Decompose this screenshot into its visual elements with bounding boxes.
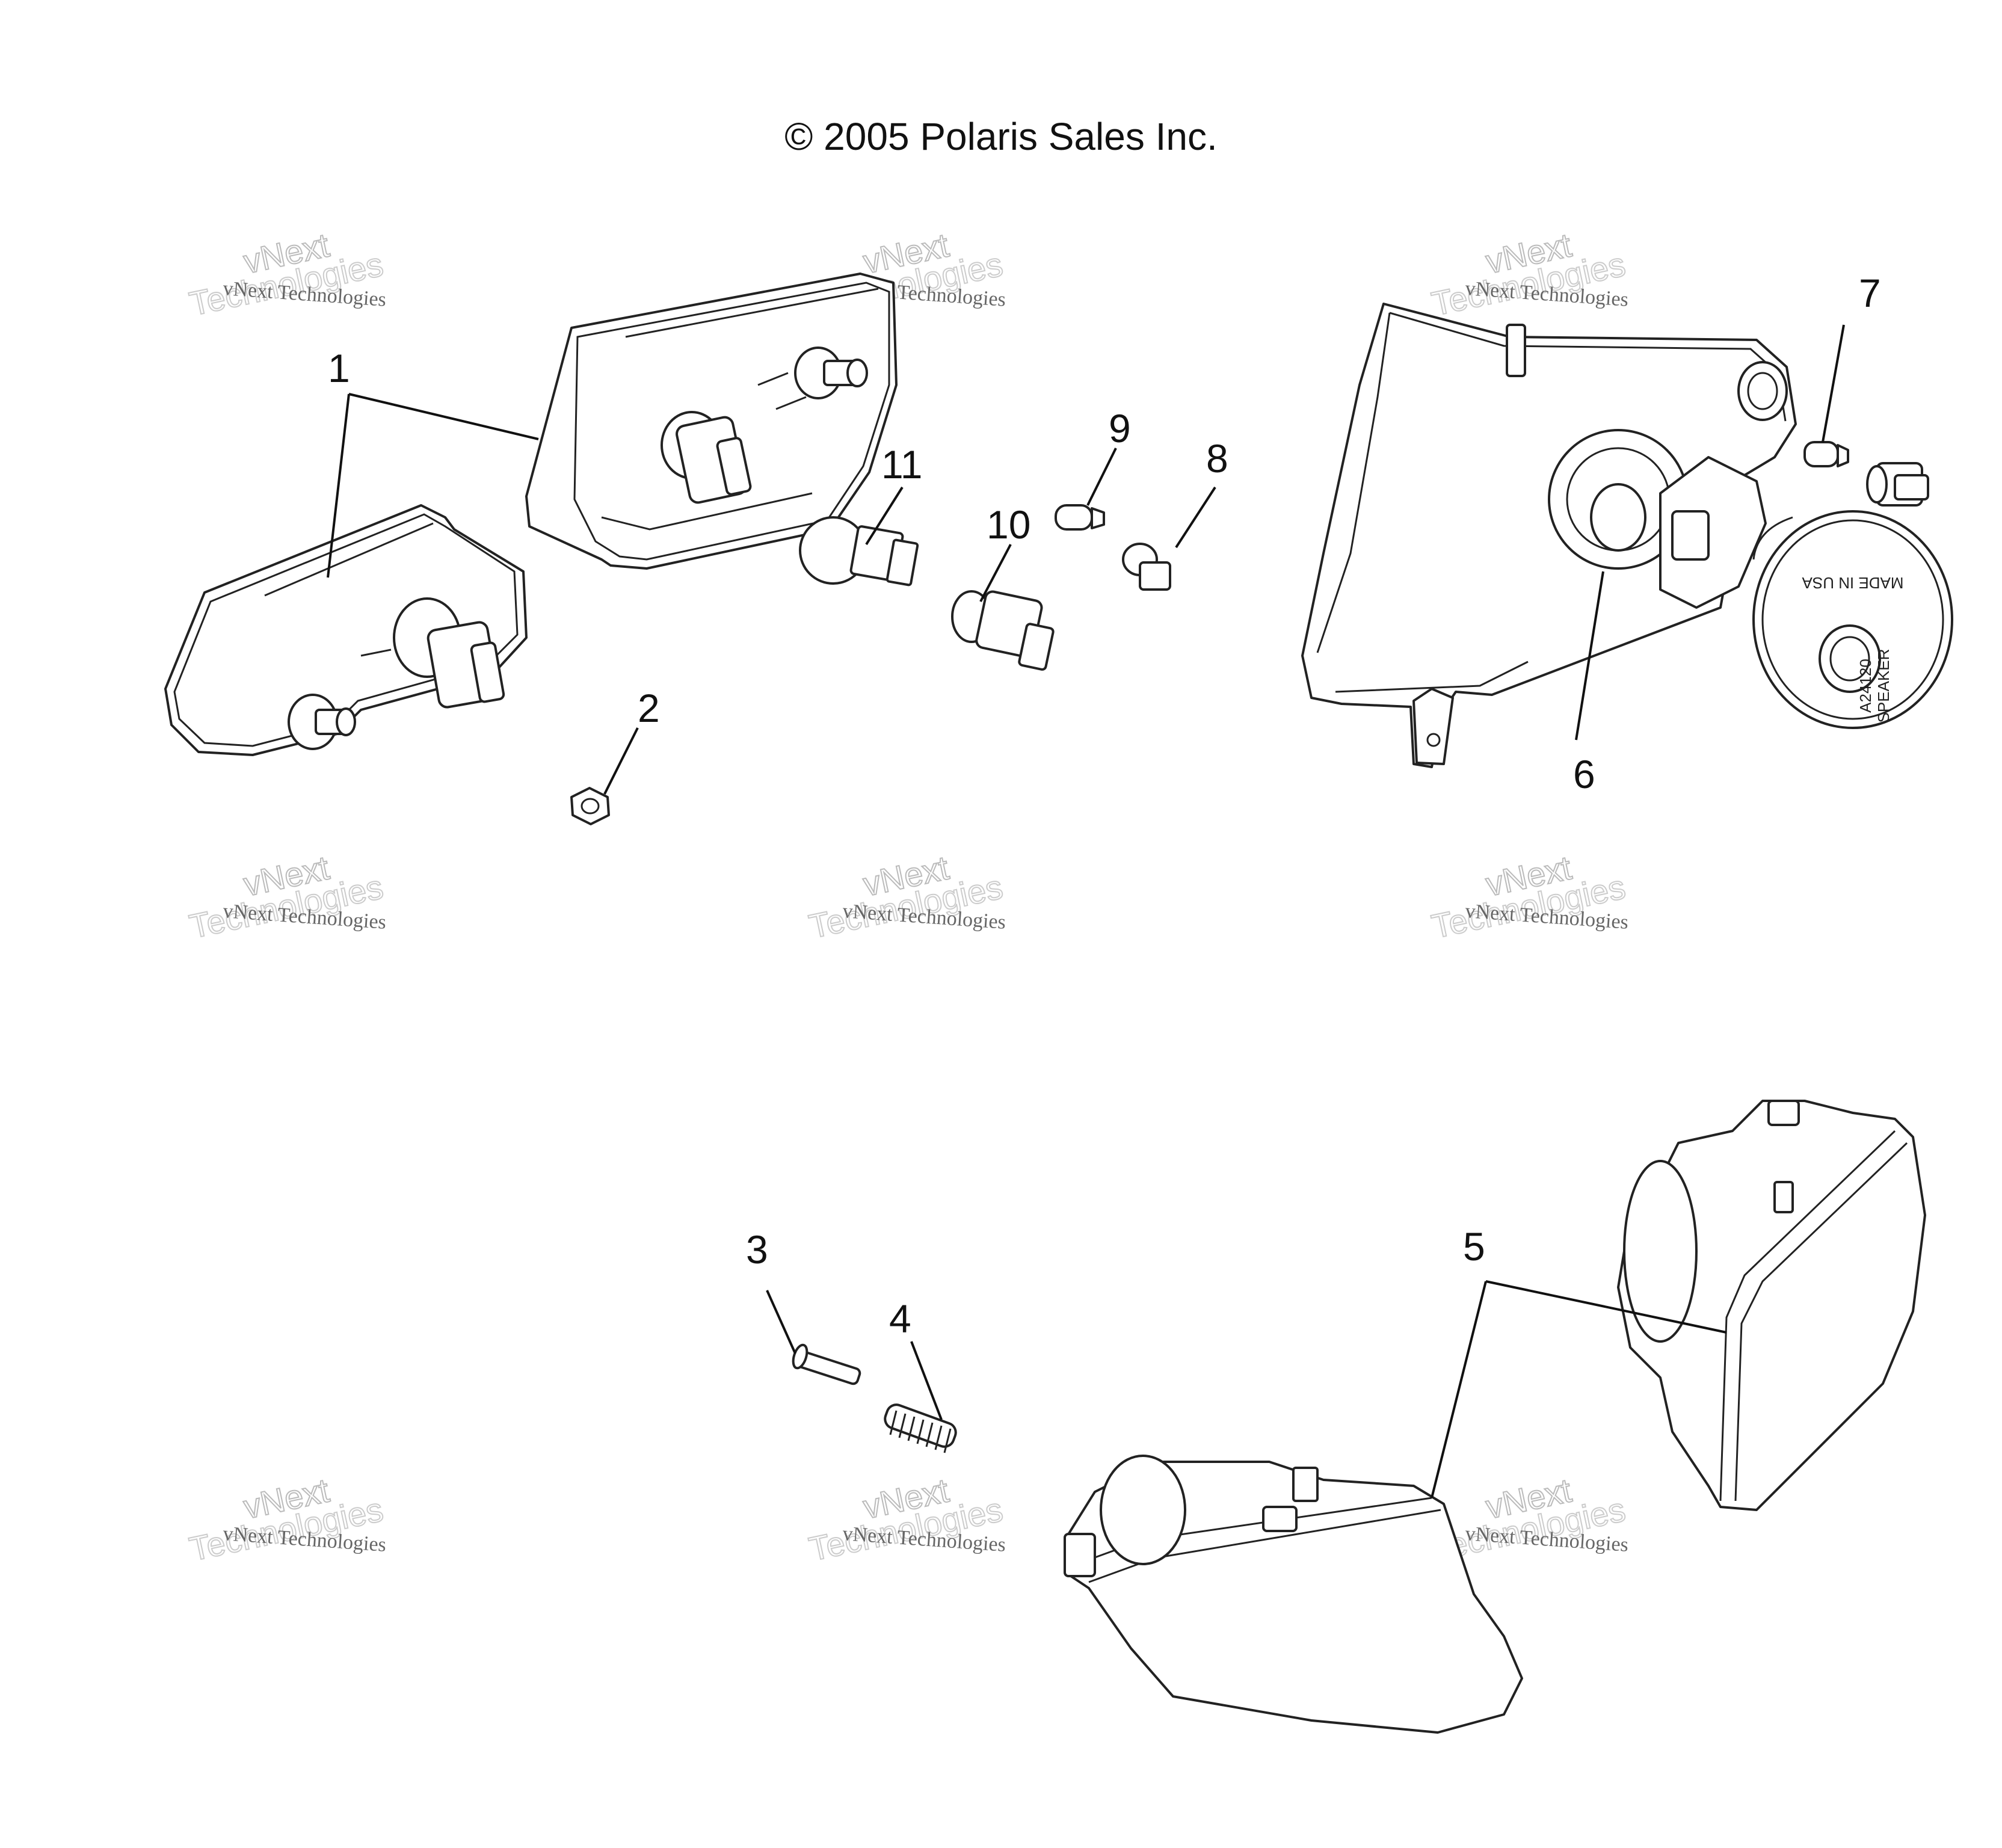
leader-3 — [766, 1290, 796, 1354]
leader-11 — [865, 486, 904, 546]
leader-9 — [1086, 448, 1117, 506]
speaker-marking-name: SPEAKER — [1874, 649, 1893, 723]
callout-5: 5 — [1463, 1224, 1485, 1269]
headlight-upper-right — [1617, 1100, 1926, 1511]
callout-2: 2 — [638, 686, 660, 730]
callout-labels: 1 2 3 4 5 6 7 8 9 10 11 — [328, 271, 1881, 1341]
callout-6: 6 — [1573, 752, 1595, 796]
speaker-marking-made-in: MADE IN USA — [1802, 574, 1904, 592]
headlight-lower-center — [1064, 1455, 1523, 1734]
leader-4 — [910, 1341, 943, 1420]
wedge-bulb-small — [1055, 504, 1105, 531]
callout-7: 7 — [1859, 271, 1881, 315]
callout-4: 4 — [889, 1296, 911, 1341]
leader-1a — [348, 393, 539, 440]
callout-10: 10 — [987, 502, 1030, 547]
callout-11: 11 — [881, 442, 923, 487]
watermark-middle-center: vNext Technologies vNext Technologies — [805, 848, 1006, 946]
watermark-middle-left: vNext Technologies vNext Technologies — [185, 848, 387, 946]
speaker-marking-code: A24120 — [1856, 659, 1874, 713]
headlight-assembly-with-speaker: MADE IN USA SPEAKER A24120 — [1301, 303, 1953, 768]
watermark-top-left: vNext Technologies vNext Technologies — [185, 225, 387, 323]
watermark-bottom-center: vNext Technologies vNext Technologies — [805, 1470, 1006, 1568]
leader-5b — [1431, 1281, 1487, 1498]
copyright-notice: © 2005 Polaris Sales Inc. — [784, 115, 1218, 158]
tail-light-housing-upper — [525, 273, 898, 570]
leader-6 — [1575, 571, 1604, 741]
leader-1b — [327, 393, 350, 578]
leader-10 — [979, 544, 1012, 602]
callout-9: 9 — [1109, 406, 1131, 451]
watermark-bottom-left: vNext Technologies vNext Technologies — [185, 1470, 387, 1568]
small-socket — [1122, 543, 1171, 591]
leader-lines — [327, 324, 1845, 1498]
callout-8: 8 — [1206, 436, 1228, 481]
bulb-large — [799, 516, 919, 587]
bulb-socket — [951, 590, 1055, 671]
wedge-bulb-and-connector — [1803, 441, 1929, 507]
leader-2 — [603, 727, 639, 795]
screw — [792, 1343, 861, 1385]
spring — [884, 1403, 957, 1453]
callout-3: 3 — [746, 1227, 768, 1272]
hex-nut — [570, 787, 610, 825]
watermark-top-right: vNext Technologies vNext Technologies — [1428, 225, 1629, 323]
callout-1: 1 — [328, 346, 350, 390]
leader-8 — [1175, 486, 1216, 549]
tail-light-housing-lower — [164, 504, 528, 756]
watermark-middle-right: vNext Technologies vNext Technologies — [1428, 848, 1629, 946]
leader-7 — [1822, 324, 1845, 443]
leader-5a — [1485, 1280, 1727, 1334]
